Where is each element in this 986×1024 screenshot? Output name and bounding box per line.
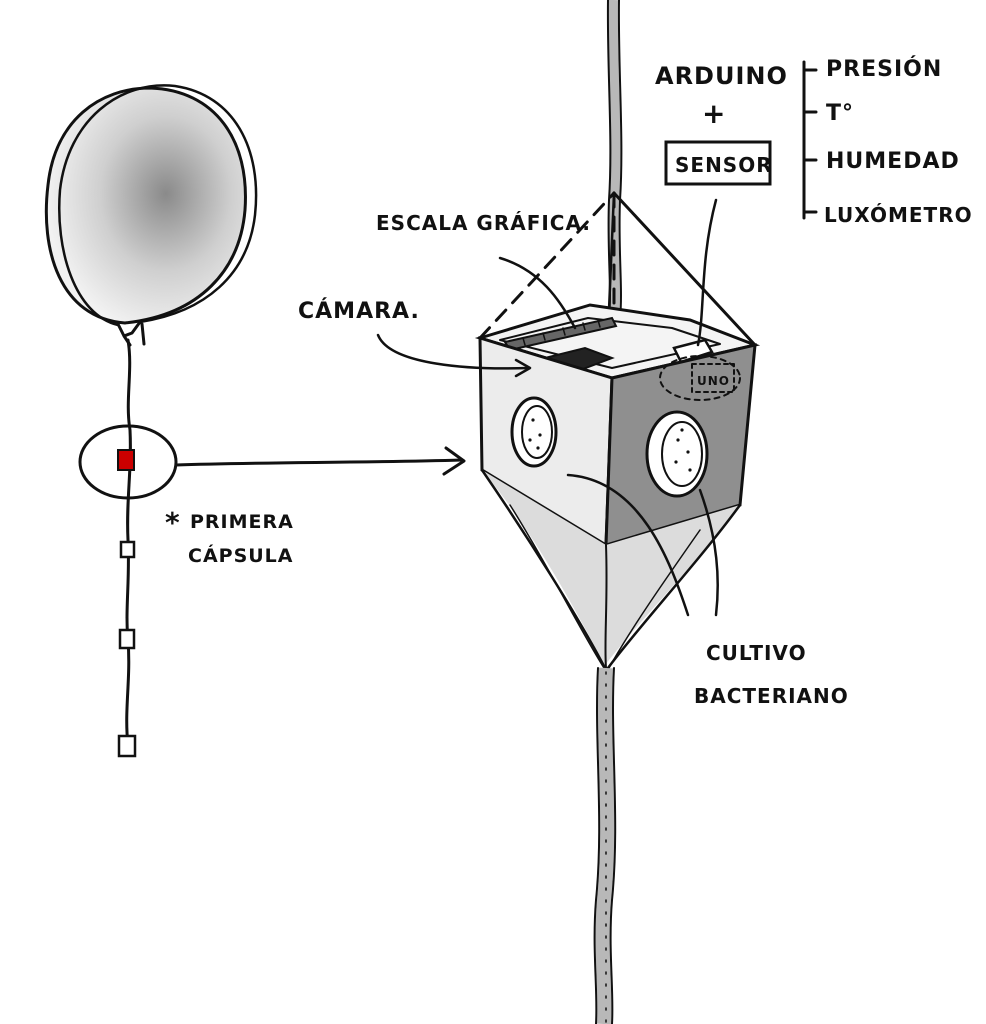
label-camara: CÁMARA. (298, 298, 420, 324)
rope-lower (593, 667, 617, 1024)
label-escala-grafica: ESCALA GRÁFICA. (376, 211, 591, 235)
petri-dish-right (645, 410, 709, 498)
uno-dashed-box (691, 363, 735, 393)
dashed-line-left (478, 191, 616, 340)
label-temperature: T° (826, 101, 854, 126)
suspension-net-bottom (480, 468, 742, 670)
first-capsule-marker (117, 449, 135, 471)
cultivo-pointer-right (698, 488, 719, 617)
label-capsula: CÁPSULA (188, 544, 294, 567)
line-right (612, 191, 757, 347)
label-plus: + (702, 97, 726, 130)
capsule-marker-3 (118, 628, 136, 650)
label-uno: UNO (697, 374, 730, 388)
label-humedad: HUMEDAD (826, 149, 960, 174)
asterisk-mark: * (165, 506, 181, 539)
cultivo-pointer-left (566, 473, 690, 617)
uno-dashed-circle (659, 355, 741, 401)
label-arduino: ARDUINO (655, 62, 788, 90)
capsule-marker-4 (117, 734, 137, 758)
petri-dish-left (510, 396, 558, 468)
weather-balloon (44, 84, 258, 347)
label-luxometro: LUXÓMETRO (824, 203, 973, 227)
sensor-pointer (696, 198, 718, 347)
first-capsule-highlight-circle (78, 424, 178, 500)
label-cultivo: CULTIVO (706, 641, 807, 665)
sensor-box (664, 140, 772, 186)
label-bacteriano: BACTERIANO (694, 684, 849, 708)
label-presion: PRESIÓN (826, 56, 942, 82)
balloon-outline-second (58, 84, 258, 327)
camara-pointer (376, 333, 530, 370)
sensor-list-bracket (802, 60, 818, 220)
capsule-cube: UNO (474, 303, 761, 548)
balloon-neck (116, 320, 146, 347)
detail-arrow (174, 446, 466, 476)
arduino-board (672, 338, 714, 364)
capsule-marker-2 (119, 540, 136, 559)
balloon-body (44, 86, 247, 325)
balloon-string (78, 338, 178, 758)
escala-pointer (498, 256, 577, 330)
label-primera: PRIMERA (190, 511, 294, 533)
label-sensor: SENSOR (675, 153, 773, 177)
string-line (125, 338, 132, 747)
